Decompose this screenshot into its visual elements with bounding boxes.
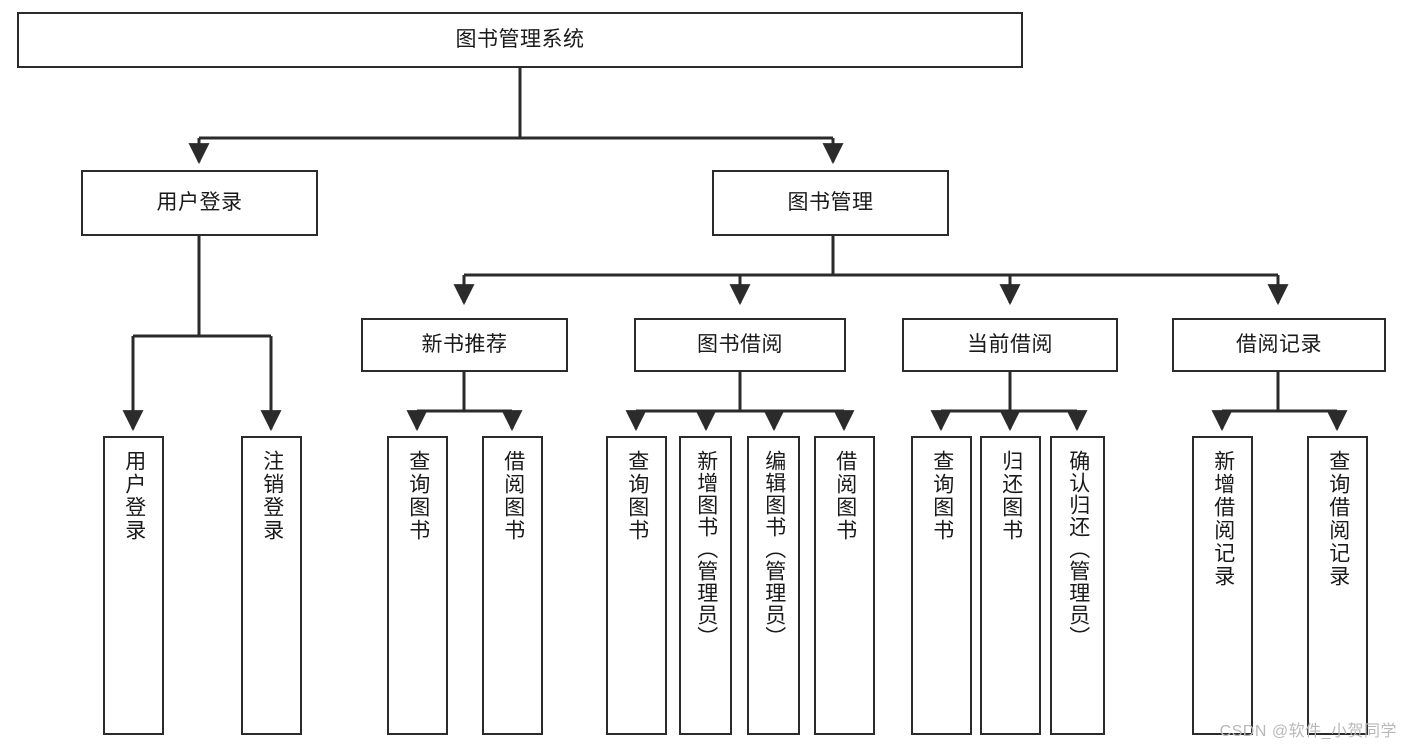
node-leaf-query-book-current-label: 查询图书 [930, 450, 954, 542]
node-leaf-query-book-borrow[interactable]: 查询图书 [606, 436, 667, 735]
node-book-borrow-label: 图书借阅 [697, 332, 783, 356]
node-leaf-query-borrow-record[interactable]: 查询借阅记录 [1307, 436, 1368, 735]
node-new-book-recommend-label: 新书推荐 [421, 332, 508, 356]
node-leaf-confirm-return-admin[interactable]: 确认归还（管理员） [1050, 436, 1105, 735]
node-leaf-user-login-label: 用户登录 [122, 450, 146, 542]
node-user-login[interactable]: 用户登录 [81, 170, 318, 236]
node-leaf-logout[interactable]: 注销登录 [241, 436, 302, 735]
node-leaf-confirm-return-admin-label: 确认归还（管理员） [1066, 450, 1090, 648]
node-root[interactable]: 图书管理系统 [17, 12, 1023, 68]
node-leaf-borrow-book[interactable]: 借阅图书 [814, 436, 875, 735]
node-leaf-edit-book-admin[interactable]: 编辑图书（管理员） [747, 436, 800, 735]
node-borrow-record[interactable]: 借阅记录 [1172, 318, 1386, 372]
node-book-management[interactable]: 图书管理 [712, 170, 949, 236]
node-leaf-return-book-label: 归还图书 [999, 450, 1023, 542]
node-leaf-query-book-current[interactable]: 查询图书 [911, 436, 972, 735]
node-new-book-recommend[interactable]: 新书推荐 [361, 318, 568, 372]
node-leaf-add-borrow-record[interactable]: 新增借阅记录 [1192, 436, 1253, 735]
node-book-management-label: 图书管理 [787, 190, 874, 214]
node-root-label: 图书管理系统 [455, 27, 585, 51]
node-leaf-borrow-book-recommend-label: 借阅图书 [501, 450, 525, 542]
node-leaf-query-book-borrow-label: 查询图书 [625, 450, 649, 542]
node-leaf-edit-book-admin-label: 编辑图书（管理员） [762, 450, 786, 648]
node-leaf-return-book[interactable]: 归还图书 [980, 436, 1041, 735]
node-leaf-borrow-book-label: 借阅图书 [833, 450, 857, 542]
node-leaf-query-borrow-record-label: 查询借阅记录 [1326, 450, 1350, 588]
node-leaf-logout-label: 注销登录 [260, 450, 284, 542]
node-leaf-add-borrow-record-label: 新增借阅记录 [1211, 450, 1235, 588]
node-leaf-add-book-admin-label: 新增图书（管理员） [694, 450, 718, 648]
node-leaf-add-book-admin[interactable]: 新增图书（管理员） [679, 436, 732, 735]
node-leaf-user-login[interactable]: 用户登录 [103, 436, 164, 735]
node-current-borrow[interactable]: 当前借阅 [902, 318, 1118, 372]
node-user-login-label: 用户登录 [156, 190, 243, 214]
node-current-borrow-label: 当前借阅 [967, 332, 1053, 356]
node-leaf-query-book-recommend-label: 查询图书 [406, 450, 430, 542]
watermark-text: CSDN @软件_小贺同学 [1219, 723, 1397, 740]
node-leaf-query-book-recommend[interactable]: 查询图书 [387, 436, 448, 735]
node-leaf-borrow-book-recommend[interactable]: 借阅图书 [482, 436, 543, 735]
node-borrow-record-label: 借阅记录 [1236, 332, 1322, 356]
node-book-borrow[interactable]: 图书借阅 [634, 318, 846, 372]
